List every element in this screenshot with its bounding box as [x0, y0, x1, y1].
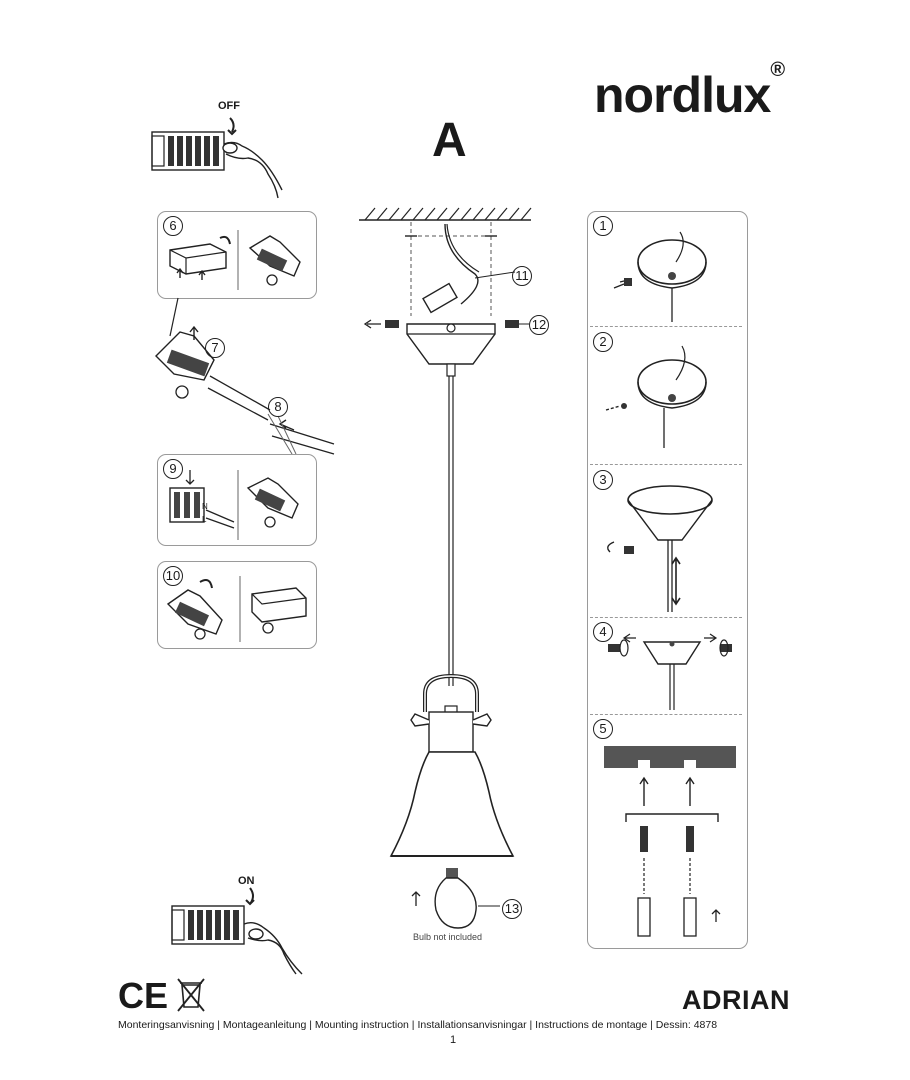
callout-13: 13 [502, 899, 522, 919]
connector-assembly-icon [155, 297, 335, 455]
step-2-badge: 2 [593, 332, 613, 352]
ceiling-plugs-icon [604, 746, 736, 937]
switch-off-icon [151, 117, 283, 199]
step-4-badge: 4 [593, 622, 613, 642]
bulb-icon [411, 868, 500, 929]
brand-name: nordlux [594, 67, 771, 123]
canopy-side-screws-icon [608, 633, 732, 710]
page-number: 1 [450, 1034, 457, 1046]
wiring-letter-n: N [202, 502, 208, 511]
step-10-badge: 10 [163, 566, 183, 586]
step-8-badge: 8 [268, 397, 288, 417]
sheet-letter: A [432, 114, 467, 167]
callout-12: 12 [529, 315, 549, 335]
step-9-badge: 9 [163, 459, 183, 479]
callout-11: 11 [512, 266, 532, 286]
weee-bin-icon [177, 978, 205, 1012]
canopy-open-icon [613, 231, 707, 322]
divider-1 [590, 326, 742, 327]
step-6-badge: 6 [163, 216, 183, 236]
pendant-lamp-icon [359, 207, 532, 857]
canopy-screw-icon [605, 345, 707, 448]
certification-marks: CE [118, 975, 169, 1016]
brand-mark: ® [770, 59, 785, 82]
close-cover-icon [166, 576, 307, 642]
terminal-cover-icon [169, 230, 301, 290]
step-1-badge: 1 [593, 216, 613, 236]
product-name: ADRIAN [682, 985, 790, 1015]
wiring-letter-l: L [202, 515, 207, 524]
footer-text: Monteringsanvisning | Montageanleitung |… [118, 1019, 718, 1031]
step-7-badge: 7 [205, 338, 225, 358]
step-5-badge: 5 [593, 719, 613, 739]
divider-3 [590, 617, 742, 618]
canopy-slide-icon [607, 485, 713, 612]
brand-logo: nordlux® [594, 59, 785, 124]
divider-2 [590, 464, 742, 465]
off-label: OFF [218, 100, 240, 112]
bulb-note: Bulb not included [413, 932, 483, 942]
step-3-badge: 3 [593, 470, 613, 490]
switch-on-icon [171, 887, 303, 975]
wiring-icon [169, 470, 299, 540]
on-label: ON [238, 875, 255, 887]
divider-4 [590, 714, 742, 715]
